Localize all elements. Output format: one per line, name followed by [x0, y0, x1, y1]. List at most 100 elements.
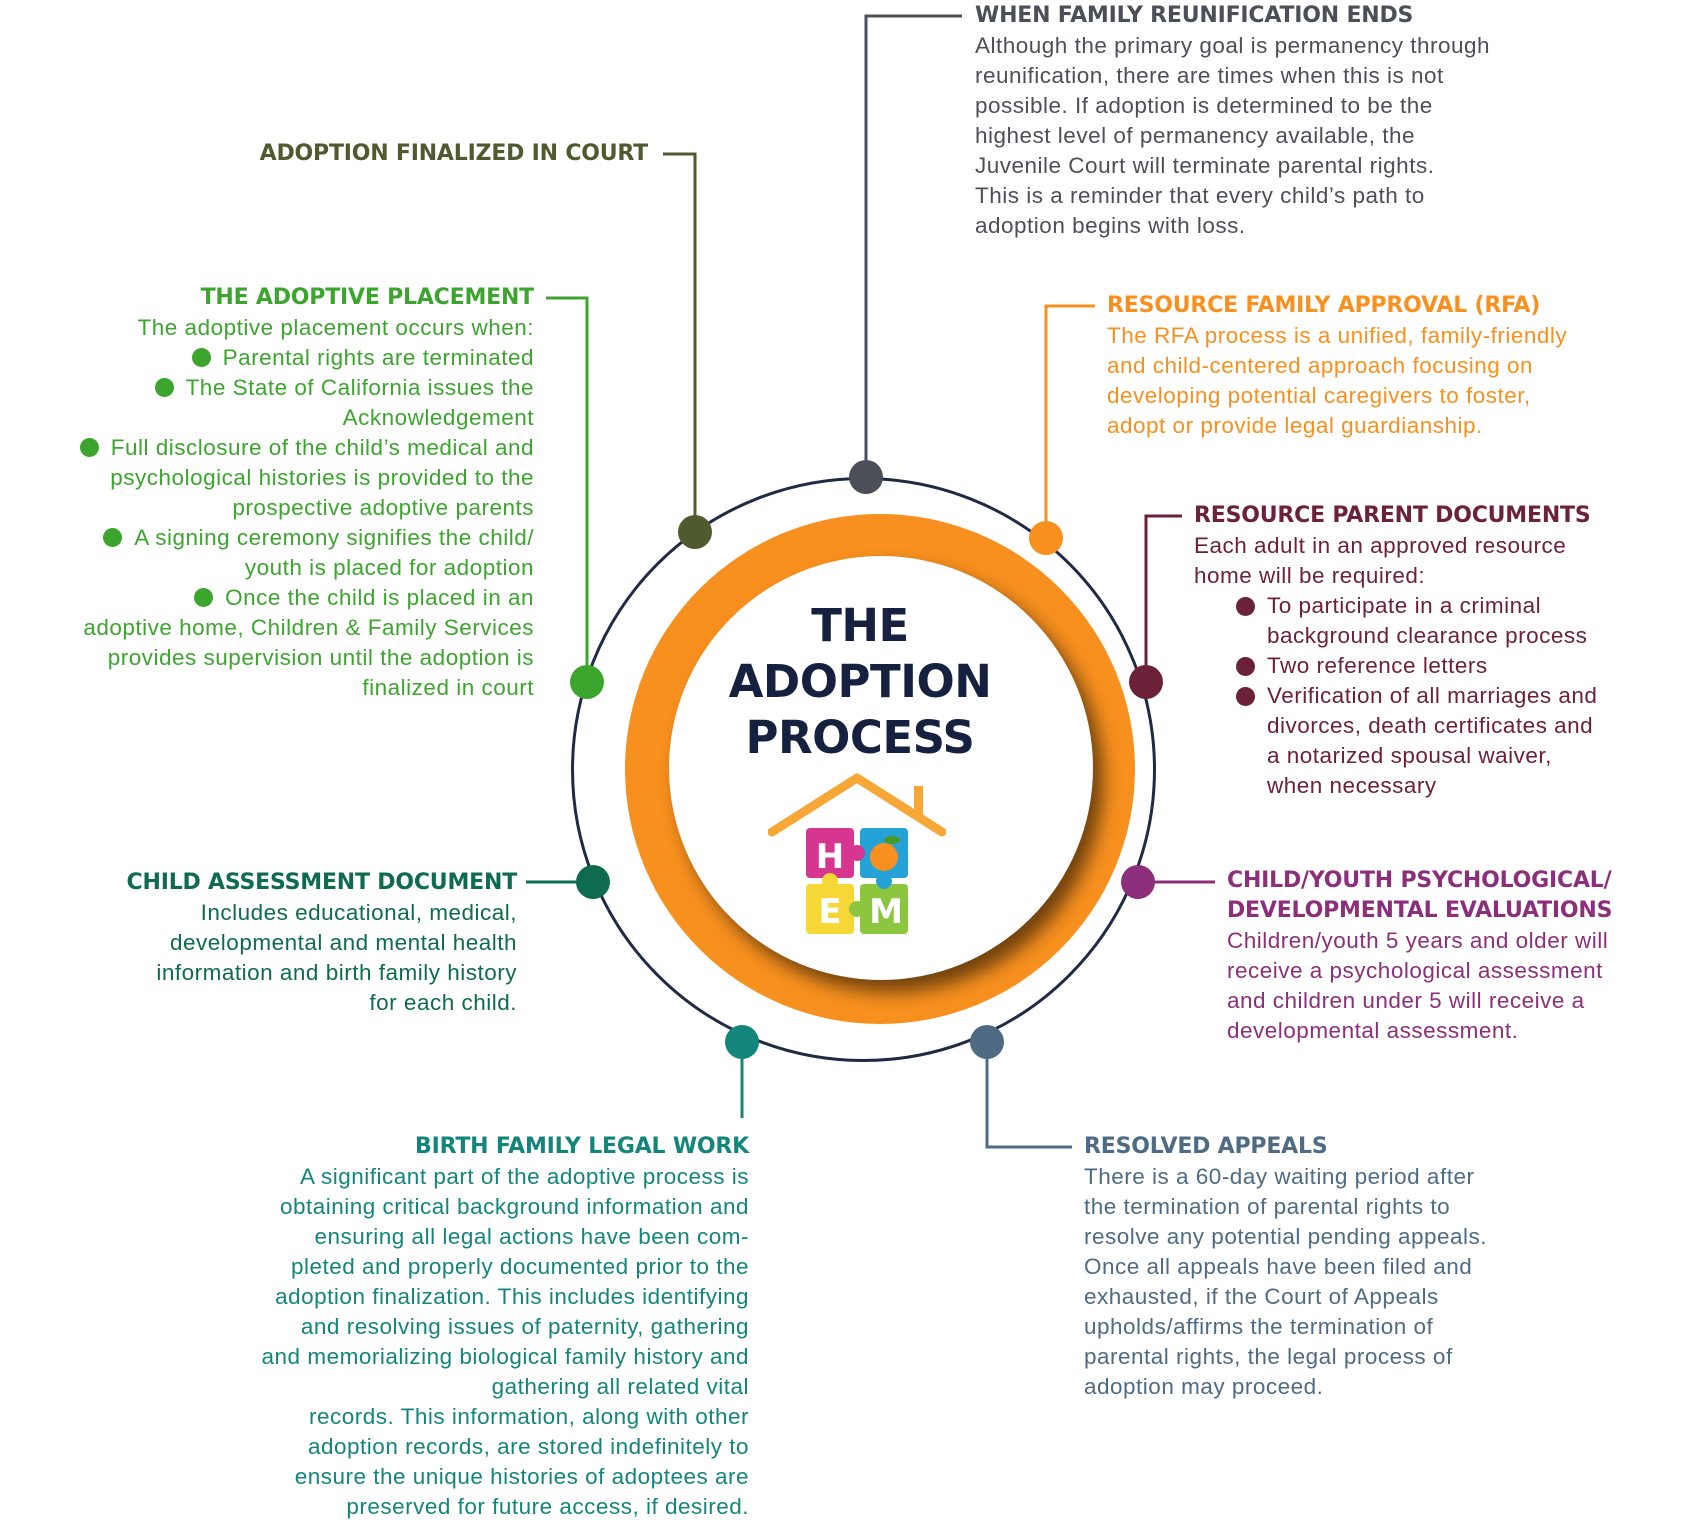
body-line: possible. If adoption is determined to b…	[975, 93, 1433, 118]
bullet-text: Parental rights are terminated	[222, 345, 534, 370]
dot-evaluations	[1121, 865, 1155, 899]
body-line: preserved for future access, if desired.	[346, 1494, 749, 1519]
section-evaluations: CHILD/YOUTH PSYCHOLOGICAL/ DEVELOPMENTAL…	[1227, 866, 1612, 1046]
bullet-text: Two reference letters	[1267, 653, 1488, 678]
body-line: Includes educational, medical,	[200, 900, 517, 925]
orange-fruit-icon	[870, 843, 898, 871]
section-body: Children/youth 5 years and older will re…	[1227, 926, 1612, 1046]
leaf-icon	[884, 836, 900, 844]
body-line: the termination of parental rights to	[1084, 1194, 1451, 1219]
section-body: There is a 60-day waiting period after t…	[1084, 1162, 1487, 1402]
logo-letter-m: M	[869, 892, 903, 932]
bullet-continuation: adoptive home, Children & Family Service…	[83, 615, 534, 640]
bullet-text: a notarized spousal waiver,	[1267, 743, 1552, 768]
dot-reunification	[849, 460, 883, 494]
body-line: The RFA process is a unified, family-fri…	[1107, 323, 1568, 348]
body-line: The adoptive placement occurs when:	[137, 315, 534, 340]
bullet-dot-icon	[191, 348, 211, 367]
section-legal: BIRTH FAMILY LEGAL WORK A significant pa…	[262, 1132, 750, 1522]
logo-puzzle-knob	[849, 901, 865, 917]
dot-placement	[570, 665, 604, 699]
dot-appeals	[970, 1025, 1004, 1059]
bullet-item: To participate in a criminal background …	[1236, 591, 1597, 651]
section-finalized: ADOPTION FINALIZED IN COURT	[260, 139, 649, 169]
bullet-text: divorces, death certificates and	[1267, 713, 1594, 738]
connector-reunification	[864, 14, 962, 477]
bullet-continuation: youth is placed for adoption	[244, 555, 534, 580]
body-line: gathering all related vital	[491, 1374, 749, 1399]
body-line: upholds/affirms the termination of	[1084, 1314, 1434, 1339]
body-line: and resolving issues of paternity, gathe…	[300, 1314, 749, 1339]
body-line: information and birth family history	[156, 960, 517, 985]
body-line: parental rights, the legal process of	[1084, 1344, 1453, 1369]
body-line: Children/youth 5 years and older will	[1227, 928, 1609, 953]
body-line: Once all appeals have been filed and	[1084, 1254, 1473, 1279]
bullet-continuation: prospective adoptive parents	[232, 495, 534, 520]
connector-finalized	[663, 152, 697, 532]
section-title: CHILD ASSESSMENT DOCUMENT	[126, 870, 518, 895]
dot-legal	[725, 1025, 759, 1059]
body-line: resolve any potential pending appeals.	[1084, 1224, 1488, 1249]
bullet-text: To participate in a criminal	[1267, 593, 1542, 618]
bullet-continuation: provides supervision until the adoption …	[107, 645, 534, 670]
section-rfa: RESOURCE FAMILY APPROVAL (RFA) The RFA p…	[1107, 291, 1567, 441]
bullet-item: Once the child is placed in an	[80, 583, 534, 613]
body-line: obtaining critical background informatio…	[279, 1194, 749, 1219]
bullet-text: A signing ceremony signifies the child/	[134, 525, 534, 550]
body-line: adoption may proceed.	[1084, 1374, 1324, 1399]
body-line: receive a psychological assessment	[1227, 958, 1603, 983]
dot-assessment	[576, 865, 610, 899]
bullet-continuation: psychological histories is provided to t…	[110, 465, 534, 490]
section-reunification: WHEN FAMILY REUNIFICATION ENDS Although …	[975, 1, 1490, 241]
body-line: adoption records, are stored indefinitel…	[308, 1434, 749, 1459]
body-line: ensure the unique histories of adoptees …	[294, 1464, 749, 1489]
body-line: developing potential caregivers to foste…	[1107, 383, 1531, 408]
logo-letter-h: H	[816, 837, 844, 877]
bullet-text: when necessary	[1267, 773, 1437, 798]
section-title: RESOURCE FAMILY APPROVAL (RFA)	[1107, 293, 1541, 318]
bullet-continuation: Acknowledgement	[342, 405, 534, 430]
bullet-continuation: finalized in court	[362, 675, 534, 700]
body-line: Each adult in an approved resource	[1194, 533, 1567, 558]
section-title: RESOURCE PARENT DOCUMENTS	[1194, 503, 1591, 528]
logo-puzzle-knob	[849, 845, 865, 861]
connector-appeals	[985, 1042, 1072, 1149]
center-title-line: THE	[811, 599, 909, 652]
connector-rfa	[1044, 304, 1095, 538]
bullet-item: The State of California issues the	[80, 373, 534, 403]
bullet-dot-icon	[1236, 657, 1255, 676]
logo-puzzle-m	[860, 884, 908, 934]
body-line: exhausted, if the Court of Appeals	[1084, 1284, 1439, 1309]
bullet-item: Full disclosure of the child’s medical a…	[79, 433, 534, 463]
section-title-line: DEVELOPMENTAL EVALUATIONS	[1227, 898, 1613, 923]
bullet-list: To participate in a criminal background …	[1236, 591, 1597, 801]
connector-placement	[546, 296, 589, 682]
bullet-dot-icon	[1236, 687, 1255, 706]
bullet-item: Verification of all marriages and divorc…	[1236, 681, 1597, 801]
section-body: Each adult in an approved resource home …	[1194, 531, 1597, 801]
body-line: developmental assessment.	[1227, 1018, 1519, 1043]
body-line: There is a 60-day waiting period after	[1084, 1164, 1475, 1189]
bullet-text: Full disclosure of the child’s medical a…	[110, 435, 534, 460]
body-line: and child-centered approach focusing on	[1107, 353, 1534, 378]
body-line: home will be required:	[1194, 563, 1426, 588]
bullet-text: background clearance process	[1267, 623, 1588, 648]
body-line: developmental and mental health	[170, 930, 517, 955]
bullet-dot-icon	[194, 588, 214, 607]
section-documents: RESOURCE PARENT DOCUMENTS Each adult in …	[1194, 501, 1597, 801]
bullet-item: Parental rights are terminated	[80, 343, 534, 373]
bullet-text: Once the child is placed in an	[225, 585, 534, 610]
dot-rfa	[1029, 521, 1063, 555]
section-title-line: CHILD/YOUTH PSYCHOLOGICAL/	[1227, 868, 1612, 893]
connector-documents	[1144, 514, 1182, 682]
bullet-dot-icon	[154, 378, 174, 397]
body-line: reunification, there are times when this…	[975, 63, 1444, 88]
section-appeals: RESOLVED APPEALS There is a 60-day waiti…	[1084, 1132, 1487, 1402]
section-body: The adoptive placement occurs when: Pare…	[79, 313, 534, 703]
body-line: adoption begins with loss.	[975, 213, 1246, 238]
logo-puzzle-knob	[822, 873, 838, 889]
logo-puzzle-e	[806, 884, 854, 934]
center-title-line: ADOPTION	[728, 655, 992, 708]
section-title: BIRTH FAMILY LEGAL WORK	[415, 1134, 749, 1159]
